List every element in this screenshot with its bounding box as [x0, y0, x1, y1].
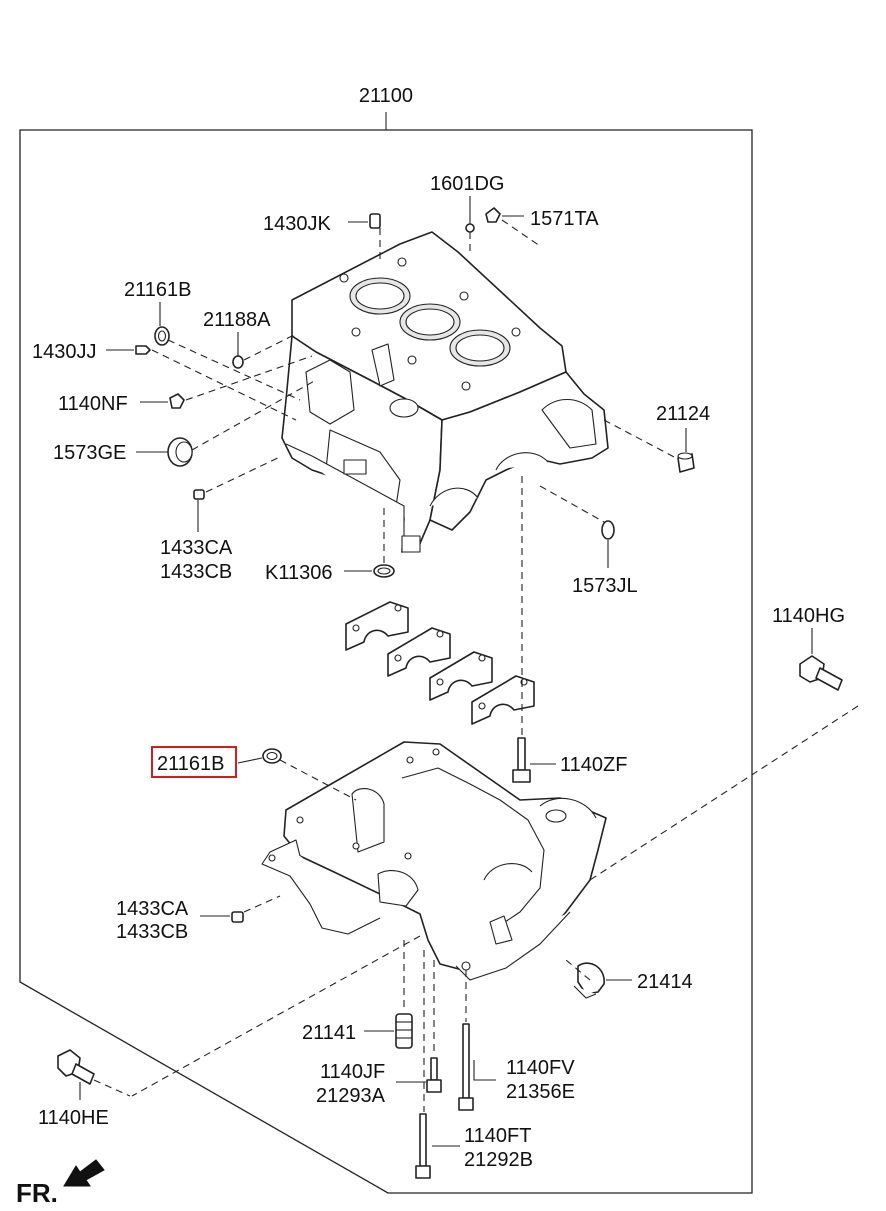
seal-1573jl[interactable]	[601, 520, 615, 540]
leader-lines	[79, 196, 813, 1147]
clip-21414[interactable]	[573, 962, 605, 999]
label-plug-ladder-a[interactable]: 1433CA	[116, 898, 189, 920]
plug-1140nf[interactable]	[169, 393, 185, 409]
stud-21141[interactable]	[395, 1013, 413, 1049]
main-bearing-cap-3[interactable]	[429, 651, 493, 701]
pin-1430jk[interactable]	[369, 213, 381, 229]
label-front: FR.	[16, 1178, 58, 1208]
label-plug-top[interactable]: 1601DG	[430, 173, 505, 195]
plug-1601dg[interactable]	[465, 223, 475, 233]
label-bolt-fv[interactable]: 1140FV	[506, 1057, 575, 1079]
oring-k11306[interactable]	[373, 564, 395, 578]
bolt-1140he[interactable]	[57, 1049, 95, 1085]
label-bolt-right[interactable]: 1140HG	[772, 605, 845, 627]
plug-1571ta[interactable]	[485, 207, 501, 223]
label-bolt-jf[interactable]: 1140JF	[320, 1061, 385, 1083]
label-plug-right[interactable]: 1571TA	[530, 208, 599, 230]
assembly-frame	[19, 129, 753, 1194]
label-assembly[interactable]: 21100	[359, 85, 413, 107]
label-bolt-ft[interactable]: 1140FT	[464, 1125, 531, 1147]
label-seal-left[interactable]: 1573GE	[53, 442, 126, 464]
label-bolt-jf-alt[interactable]: 21293A	[316, 1085, 386, 1107]
bolt-1140ft[interactable]	[415, 1113, 431, 1179]
selected-part-highlight	[151, 746, 237, 778]
label-seal-right[interactable]: 1573JL	[572, 575, 638, 597]
label-plug-left[interactable]: 1140NF	[58, 393, 128, 415]
label-bolt-ft-alt[interactable]: 21292B	[464, 1149, 533, 1171]
pin-1430jj[interactable]	[135, 345, 151, 355]
label-oring-small[interactable]: 21188A	[203, 309, 271, 331]
label-plug-lower-a[interactable]: 1433CA	[160, 537, 233, 559]
label-oring-highlight[interactable]: 21161B	[157, 753, 224, 775]
bolt-1140fv[interactable]	[458, 1023, 474, 1111]
bolt-1140zf[interactable]	[512, 737, 531, 783]
seal-1573ge[interactable]	[167, 437, 193, 467]
label-oring-mid[interactable]: K11306	[265, 562, 332, 584]
front-direction-arrow-icon	[63, 1159, 105, 1187]
oring-21161b-upper[interactable]	[154, 326, 170, 346]
label-pin-left[interactable]: 1430JJ	[32, 341, 97, 363]
bolt-1140jf[interactable]	[426, 1057, 442, 1093]
label-bolt-fv-alt[interactable]: 21356E	[506, 1081, 575, 1103]
plug-1433ca-upper[interactable]	[193, 489, 205, 500]
lower-crankcase[interactable]	[261, 741, 607, 981]
oring-21188a[interactable]	[232, 355, 244, 369]
main-bearing-cap-1[interactable]	[345, 601, 409, 651]
alignment-lines	[93, 219, 859, 1112]
label-oring-left[interactable]: 21161B	[124, 279, 191, 301]
label-dowel-right[interactable]: 21124	[656, 403, 710, 425]
label-stud[interactable]: 21141	[302, 1022, 356, 1044]
dowel-21124[interactable]	[677, 452, 695, 473]
label-plug-ladder-b[interactable]: 1433CB	[116, 921, 188, 943]
main-bearing-cap-2[interactable]	[387, 627, 451, 677]
plug-1433ca-lower[interactable]	[231, 911, 244, 923]
cylinder-block[interactable]	[281, 231, 609, 553]
label-pin-top[interactable]: 1430JK	[263, 213, 331, 235]
oring-21161b-lower[interactable]	[262, 748, 282, 764]
label-bolt-mid[interactable]: 1140ZF	[560, 754, 627, 776]
label-bolt-left[interactable]: 1140HE	[38, 1107, 109, 1129]
label-plug-lower-b[interactable]: 1433CB	[160, 561, 232, 583]
label-clip[interactable]: 21414	[637, 971, 693, 993]
bolt-1140hg[interactable]	[799, 655, 843, 691]
